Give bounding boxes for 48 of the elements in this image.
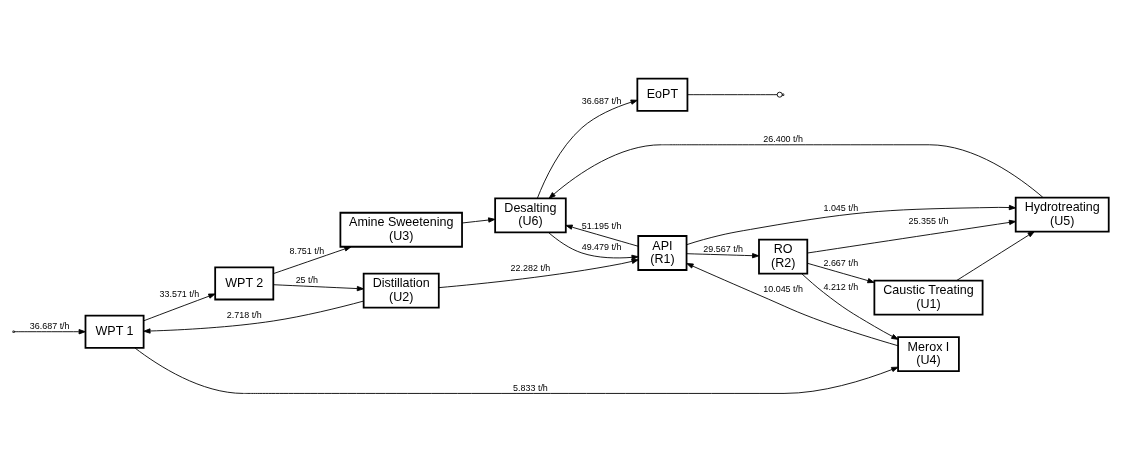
node-box: RO (R2) (758, 238, 809, 275)
edge-label: 2.667 t/h (823, 258, 859, 269)
arrow (536, 99, 638, 199)
arrow (686, 263, 899, 347)
arrow (548, 144, 1044, 199)
arrow (461, 217, 496, 224)
edge-label: 36.687 t/h (29, 321, 70, 332)
node-box: Desalting (U6) (494, 197, 567, 234)
node-box: Merox I (U4) (897, 336, 960, 372)
edge-label: 51.195 t/h (581, 220, 622, 231)
arrow (13, 329, 86, 335)
arrow (273, 246, 352, 274)
arrow (955, 231, 1035, 282)
arrow (273, 284, 364, 292)
arrow (143, 300, 364, 334)
arrow (801, 273, 899, 340)
node-box: Caustic Treating (U1) (873, 279, 984, 316)
node-box: EoPT (636, 77, 689, 112)
node-box: WPT 1 (84, 314, 145, 349)
edge-label: 22.282 t/h (510, 262, 551, 273)
node-box: API (R1) (637, 235, 688, 271)
node-box: Distillation (U2) (362, 272, 440, 309)
edge-label: 10.045 t/h (763, 284, 804, 295)
edge-label: 25.355 t/h (908, 216, 949, 227)
arrow (686, 253, 760, 259)
edge-label: 36.687 t/h (581, 95, 622, 106)
arrow (806, 262, 875, 284)
arrow (134, 347, 899, 394)
edge-label: 25 t/h (295, 274, 319, 285)
arrow (565, 224, 639, 247)
node-box: WPT 2 (214, 266, 275, 301)
edge-label: 26.400 t/h (763, 134, 804, 145)
arrow (686, 204, 1016, 246)
arrow (807, 219, 1017, 254)
node-box: Hydrotreating (U5) (1014, 196, 1110, 233)
edge-label: 2.718 t/h (226, 310, 262, 321)
edge-label: 29.567 t/h (703, 244, 744, 255)
edge-label: 8.751 t/h (289, 245, 325, 256)
arrow (143, 293, 216, 322)
edge-label: 4.212 t/h (823, 281, 859, 292)
arrow (438, 258, 639, 289)
edge-label: 33.571 t/h (159, 288, 200, 299)
edge-label: 5.833 t/h (513, 382, 548, 393)
edge-label: 1.045 t/h (823, 202, 859, 213)
edge-label: 49.479 t/h (581, 242, 622, 253)
connector (687, 94, 778, 96)
arrow (548, 232, 639, 260)
node-box: Amine Sweetening (U3) (339, 211, 463, 248)
